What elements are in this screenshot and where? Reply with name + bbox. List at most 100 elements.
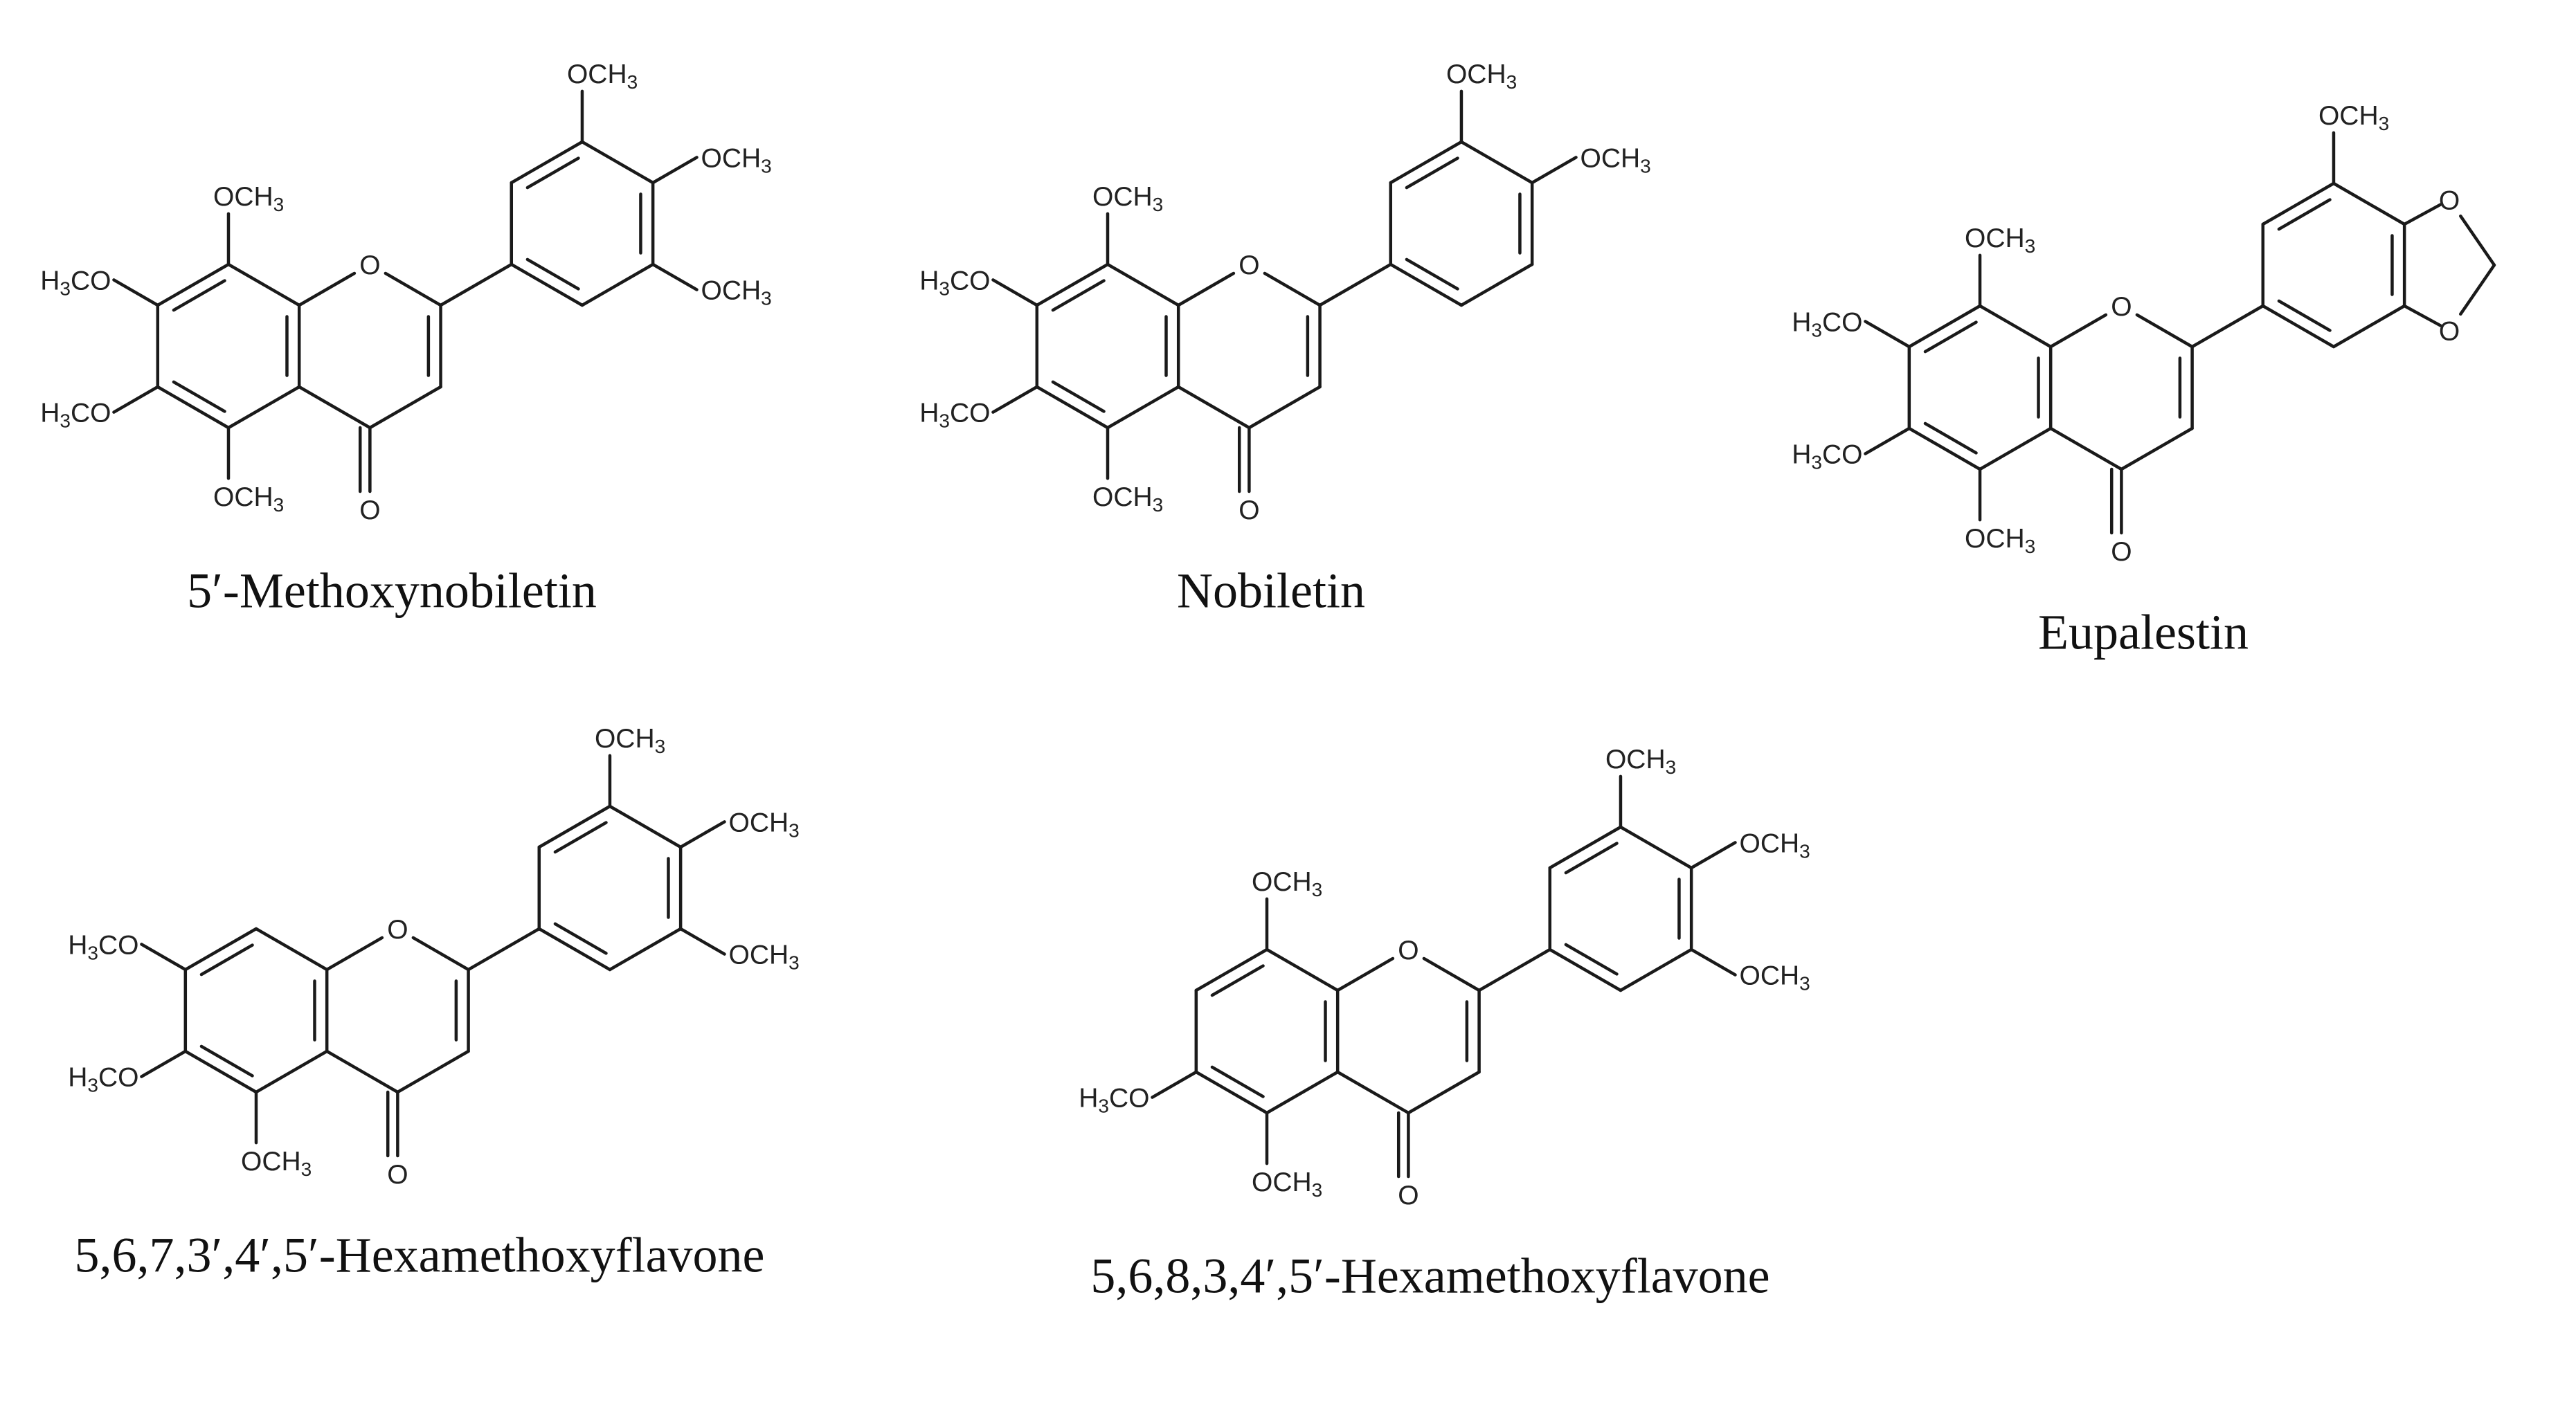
bond — [1106, 262, 1180, 307]
ring-oxygen-label: O — [1398, 936, 1418, 965]
substituent-bond — [651, 262, 699, 291]
methoxy-label: OCH3 — [1740, 961, 1810, 995]
compound-name: Eupalestin — [2038, 605, 2249, 660]
bond — [156, 262, 231, 307]
bond — [1176, 385, 1251, 430]
bond — [537, 804, 612, 849]
bond — [396, 1049, 470, 1094]
double-bond — [525, 257, 580, 291]
substituent-bond — [991, 385, 1039, 414]
bond — [368, 385, 442, 430]
bond — [1335, 956, 1395, 992]
bond — [2261, 181, 2336, 226]
dioxole-bond — [2459, 214, 2496, 267]
bond — [580, 140, 655, 185]
methoxy-label: OCH3 — [213, 482, 284, 516]
bond — [1389, 140, 1463, 185]
bond — [2190, 304, 2265, 349]
compound-name: 5′-Methoxynobiletin — [187, 563, 597, 619]
bond — [2120, 426, 2194, 471]
double-bond — [553, 821, 608, 854]
dioxole-bond — [2402, 304, 2442, 327]
bond — [580, 262, 655, 307]
bond — [467, 927, 541, 972]
methoxy-label: H3CO — [919, 399, 990, 432]
bond — [1265, 947, 1340, 992]
bond — [1389, 262, 1463, 307]
substituent-bond — [140, 943, 188, 972]
molecule-1: OOOCH3H3COH3COOCH3OCH3OCH3OCH35′-Methoxy… — [40, 60, 772, 619]
bond — [608, 804, 683, 849]
bond — [1978, 304, 2053, 349]
substituent-bond — [112, 278, 160, 307]
bond — [2261, 304, 2336, 349]
bond — [226, 262, 301, 307]
bond — [1318, 262, 1393, 307]
substituent-bond — [651, 156, 699, 185]
bond — [325, 936, 384, 972]
methoxy-label: OCH3 — [1252, 1168, 1322, 1201]
bond — [297, 271, 357, 307]
bond — [1335, 1070, 1410, 1115]
bond — [183, 1049, 258, 1094]
methoxy-label: H3CO — [1792, 440, 1862, 473]
methoxy-label: OCH3 — [1965, 524, 2035, 557]
bond — [1978, 426, 2053, 471]
bond — [2332, 181, 2406, 226]
methoxy-label: H3CO — [68, 1063, 138, 1096]
methoxy-label: OCH3 — [1580, 143, 1651, 176]
bond — [1477, 947, 1552, 992]
bond — [183, 927, 258, 972]
double-bond — [172, 279, 226, 312]
bond — [297, 385, 372, 430]
methoxy-label: OCH3 — [213, 182, 284, 215]
carbonyl-oxygen-label: O — [1398, 1181, 1418, 1210]
double-bond — [172, 380, 226, 413]
bond — [1176, 271, 1236, 307]
bond — [325, 1049, 399, 1094]
ring-oxygen-label: O — [359, 251, 380, 280]
methoxy-label: OCH3 — [241, 1147, 312, 1180]
ring-oxygen-label: O — [2111, 292, 2132, 322]
methoxy-label: OCH3 — [1740, 828, 1810, 862]
double-bond — [1051, 279, 1106, 312]
bond — [156, 385, 231, 430]
compound-name: 5,6,7,3′,4′,5′-Hexamethoxyflavone — [75, 1228, 765, 1283]
bond — [254, 927, 329, 972]
bond — [1035, 385, 1110, 430]
compound-name: Nobiletin — [1177, 563, 1365, 619]
bond — [1194, 1070, 1269, 1115]
bond — [608, 927, 683, 972]
methoxy-label: OCH3 — [595, 724, 665, 757]
bond — [1263, 271, 1322, 307]
bond — [384, 271, 442, 307]
molecule-4: OOH3COH3COOCH3OCH3OCH3OCH35,6,7,3′,4′,5′… — [68, 724, 800, 1283]
dioxole-oxygen-label: O — [2439, 186, 2460, 216]
methoxy-label: H3CO — [919, 266, 990, 299]
bond — [226, 385, 301, 430]
bond — [510, 262, 584, 307]
double-bond — [1923, 320, 1978, 354]
molecule-5: OOOCH3H3COOCH3OCH3OCH3OCH35,6,8,3,4′,5′-… — [1079, 745, 1810, 1304]
substituent-bond — [140, 1049, 188, 1078]
double-bond — [2277, 299, 2332, 332]
bond — [1035, 262, 1110, 307]
substituent-bond — [678, 820, 726, 849]
methoxy-label: OCH3 — [1605, 745, 1676, 778]
bond — [1265, 1070, 1340, 1115]
methoxy-label: OCH3 — [701, 276, 772, 309]
methoxy-label: H3CO — [40, 266, 111, 299]
substituent-bond — [112, 385, 160, 414]
bond — [254, 1049, 329, 1094]
double-bond — [1210, 1065, 1265, 1098]
bond — [1548, 825, 1623, 870]
bond — [510, 140, 584, 185]
methoxy-label: OCH3 — [729, 941, 800, 974]
bond — [2135, 313, 2194, 349]
bond — [411, 936, 470, 972]
methoxy-label: H3CO — [68, 930, 138, 963]
bond — [1907, 304, 1982, 349]
